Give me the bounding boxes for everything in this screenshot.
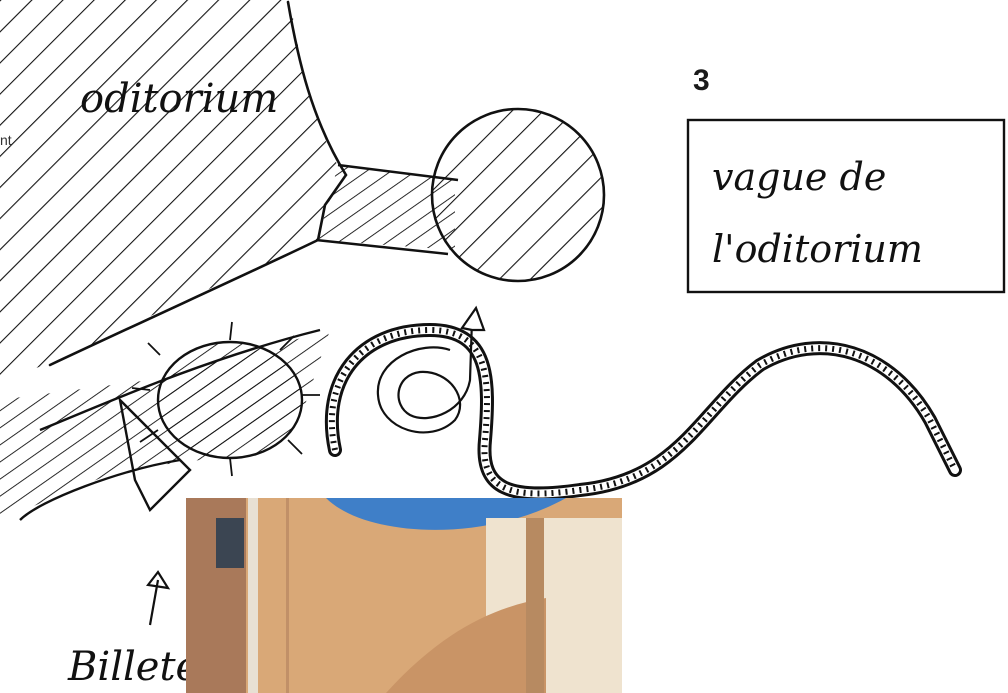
photo-window <box>216 518 244 568</box>
connector-passage <box>318 165 455 250</box>
page-number: 3 <box>693 64 710 97</box>
photo-column <box>526 518 544 693</box>
photo-image <box>186 498 622 693</box>
photo-curved-wall <box>386 598 546 693</box>
photo-pole <box>248 498 258 693</box>
entrance-wedge <box>118 396 192 513</box>
caption-line-1: vague de <box>712 155 886 199</box>
spiky-blob <box>156 340 304 460</box>
edge-text: nt <box>0 132 12 148</box>
round-volume <box>430 107 606 283</box>
ticket-arrow <box>145 570 171 626</box>
building-photo <box>186 498 622 693</box>
label-auditorium: oditorium <box>80 76 278 122</box>
caption-box <box>686 118 1006 294</box>
arrow-up <box>460 305 486 332</box>
loop-scribble <box>376 319 474 434</box>
photo-sky <box>326 498 566 530</box>
caption-line-2: l'oditorium <box>712 227 923 271</box>
auditorium-mass <box>0 0 345 380</box>
